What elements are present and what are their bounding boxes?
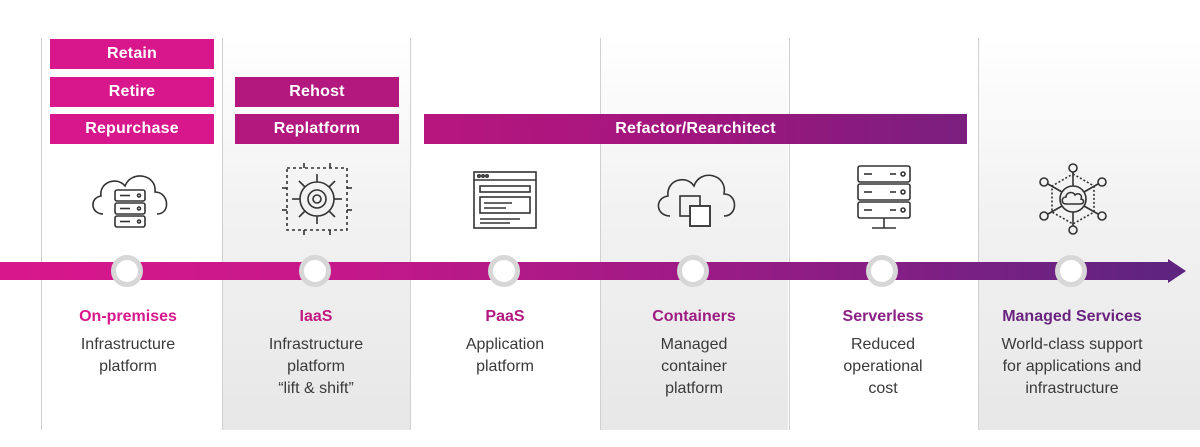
timeline-node [866, 255, 898, 287]
stage-title: Containers [652, 308, 736, 325]
gear-chip-icon [272, 160, 362, 240]
column-divider [410, 38, 411, 430]
browser-window-icon [460, 160, 550, 240]
timeline-arrowhead [1168, 259, 1186, 283]
strategy-bar-replatform: Replatform [235, 114, 399, 144]
column-background-containers [600, 38, 788, 430]
timeline-node [1055, 255, 1087, 287]
stage-title: IaaS [299, 308, 333, 325]
strategy-bar-retain: Retain [50, 39, 214, 69]
strategy-bar-retire: Retire [50, 77, 214, 107]
stage-on-premises: On-premises Infrastructure platform [43, 308, 213, 378]
stage-title: PaaS [485, 308, 525, 325]
stage-iaas: IaaS Infrastructure platform “lift & shi… [231, 308, 401, 400]
timeline-arrow [0, 262, 1170, 280]
stage-containers: Containers Managed container platform [609, 308, 779, 400]
stage-title: On-premises [79, 308, 177, 325]
strategy-bar-repurchase: Repurchase [50, 114, 214, 144]
column-divider [41, 38, 42, 430]
server-rack-icon [840, 160, 930, 240]
timeline-node [488, 255, 520, 287]
timeline-node [111, 255, 143, 287]
stage-serverless: Serverless Reduced operational cost [798, 308, 968, 400]
cloud-containers-icon [650, 160, 740, 240]
stage-description: Infrastructure platform “lift & shift” [268, 336, 364, 397]
stage-description: Reduced operational cost [843, 336, 923, 397]
stage-description: Infrastructure platform [80, 336, 176, 375]
stage-paas: PaaS Application platform [420, 308, 590, 378]
timeline-node [677, 255, 709, 287]
column-divider [600, 38, 601, 430]
strategy-bar-rehost: Rehost [235, 77, 399, 107]
stage-description: Managed container platform [660, 336, 728, 397]
cloud-network-icon [1028, 160, 1118, 240]
stage-description: Application platform [465, 336, 545, 375]
column-background-managed [978, 38, 1200, 430]
strategy-bar-refactor: Refactor/Rearchitect [424, 114, 967, 144]
timeline-node [299, 255, 331, 287]
column-divider [978, 38, 979, 430]
stage-title: Managed Services [1002, 308, 1142, 325]
cloud-server-icon [85, 160, 175, 240]
stage-managed-services: Managed Services World-class support for… [982, 308, 1162, 400]
column-divider [222, 38, 223, 430]
stage-description: World-class support for applications and… [1001, 336, 1143, 397]
column-divider [789, 38, 790, 430]
stage-title: Serverless [842, 308, 924, 325]
column-background [0, 38, 41, 430]
